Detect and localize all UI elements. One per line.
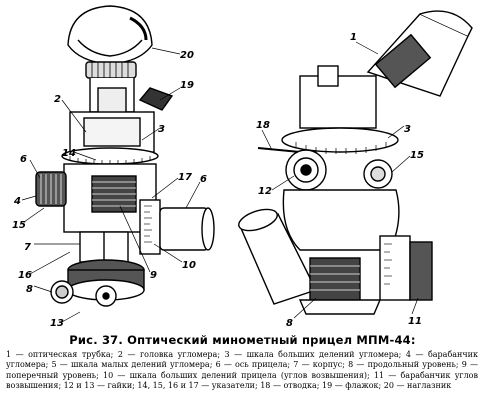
label-6a: 6 bbox=[20, 154, 27, 165]
label-9: 9 bbox=[150, 270, 157, 281]
label-15: 15 bbox=[12, 220, 26, 231]
label-13: 13 bbox=[50, 318, 64, 328]
label-3: 3 bbox=[158, 124, 165, 135]
label-8r: 8 bbox=[286, 318, 293, 328]
label-15r: 15 bbox=[410, 150, 424, 161]
right-labels: 1 18 3 15 12 8 11 bbox=[256, 32, 424, 328]
label-17: 17 bbox=[178, 172, 192, 183]
right-sight-drawing bbox=[238, 10, 473, 319]
label-18: 18 bbox=[256, 120, 270, 131]
label-6b: 6 bbox=[200, 174, 207, 185]
label-8: 8 bbox=[26, 284, 33, 295]
label-11: 11 bbox=[408, 316, 422, 327]
label-3r: 3 bbox=[404, 124, 411, 135]
figure-caption: Рис. 37. Оптический минометный прицел МП… bbox=[69, 333, 416, 347]
sight-illustration: 20 19 2 3 14 6 4 15 7 16 8 13 17 6 9 10 … bbox=[12, 5, 473, 328]
label-10: 10 bbox=[182, 260, 196, 271]
label-1: 1 bbox=[350, 32, 357, 43]
label-7: 7 bbox=[24, 242, 31, 253]
left-sight-drawing bbox=[21, 5, 215, 323]
label-12: 12 bbox=[258, 186, 272, 197]
label-20: 20 bbox=[180, 50, 194, 61]
label-2: 2 bbox=[54, 94, 61, 105]
figure-legend: 1 — оптическая трубка; 2 — головка углом… bbox=[6, 350, 478, 390]
label-4: 4 bbox=[13, 196, 21, 207]
left-labels: 20 19 2 3 14 6 4 15 7 16 8 13 17 6 9 10 bbox=[12, 50, 207, 328]
label-19: 19 bbox=[180, 80, 194, 91]
label-16: 16 bbox=[18, 270, 32, 281]
label-14: 14 bbox=[62, 148, 76, 159]
